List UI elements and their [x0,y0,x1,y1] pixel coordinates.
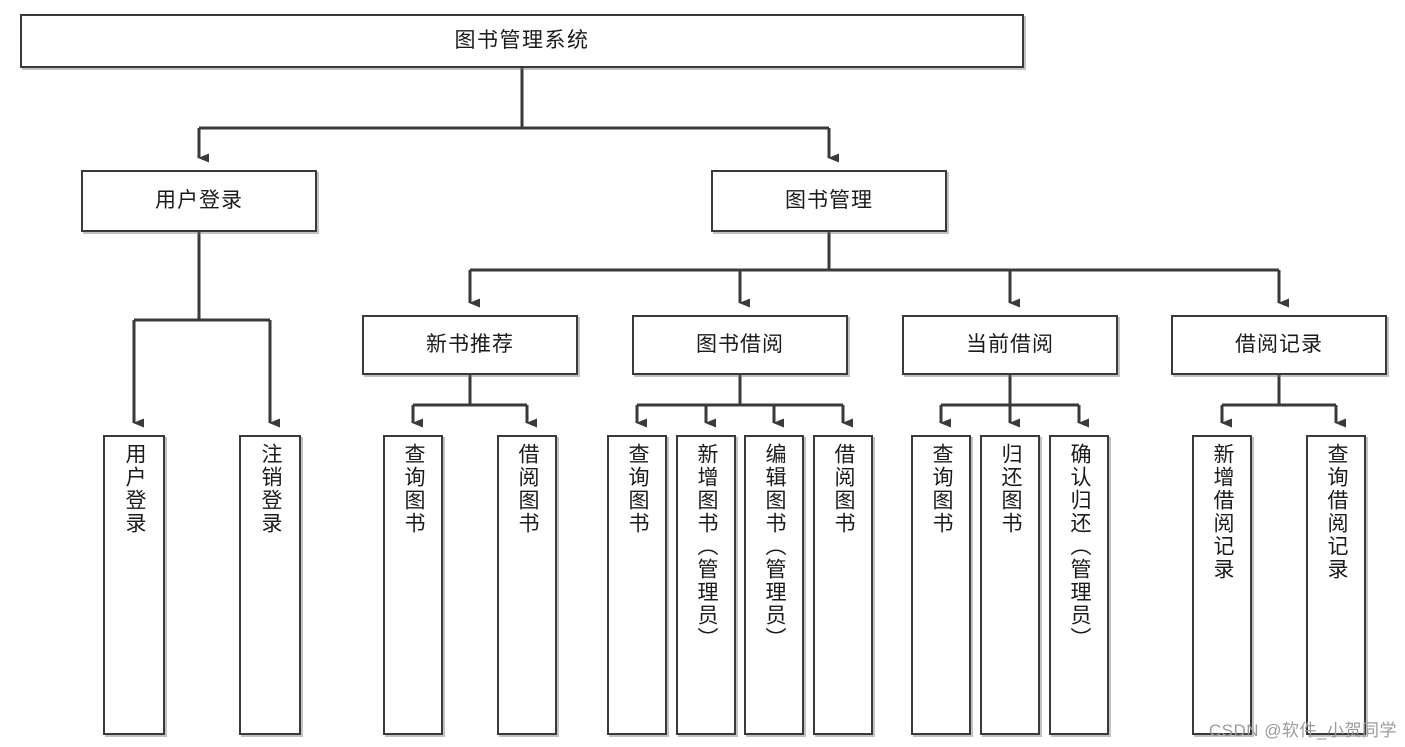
node-leaf-add-record-label: 新增借阅记录 [1211,443,1235,581]
watermark-text: CSDN @软件_小贺同学 [1208,721,1397,740]
node-leaf-borrow-book-1[interactable]: 借阅图书 [497,435,557,735]
node-user-login-label: 用户登录 [155,188,243,212]
node-leaf-query-book-3-label: 查询图书 [930,443,954,535]
node-book-management[interactable]: 图书管理 [711,170,947,232]
node-borrow-record[interactable]: 借阅记录 [1171,315,1387,375]
node-leaf-user-logout[interactable]: 注销登录 [239,435,301,735]
node-book-borrow[interactable]: 图书借阅 [632,315,848,375]
node-leaf-return-book-label: 归还图书 [999,443,1023,535]
node-borrow-record-label: 借阅记录 [1235,332,1323,356]
node-root-label: 图书管理系统 [454,28,590,52]
node-leaf-add-book-label: 新增图书（管理员） [695,443,719,650]
node-leaf-borrow-book-1-label: 借阅图书 [516,443,540,535]
node-leaf-borrow-book-2-label: 借阅图书 [832,443,856,535]
node-root[interactable]: 图书管理系统 [20,14,1024,68]
node-leaf-query-record[interactable]: 查询借阅记录 [1306,435,1366,735]
node-leaf-query-book-2[interactable]: 查询图书 [607,435,667,735]
node-new-book-recommend[interactable]: 新书推荐 [362,315,578,375]
node-leaf-edit-book[interactable]: 编辑图书（管理员） [744,435,804,735]
node-leaf-user-logout-label: 注销登录 [259,443,283,535]
node-leaf-user-login[interactable]: 用户登录 [103,435,165,735]
node-leaf-query-book-1[interactable]: 查询图书 [383,435,443,735]
node-leaf-query-book-2-label: 查询图书 [626,443,650,535]
node-leaf-user-login-label: 用户登录 [123,443,147,535]
node-leaf-add-record[interactable]: 新增借阅记录 [1192,435,1252,735]
node-leaf-borrow-book-2[interactable]: 借阅图书 [813,435,873,735]
node-leaf-return-book[interactable]: 归还图书 [980,435,1040,735]
node-current-borrow[interactable]: 当前借阅 [902,315,1118,375]
node-leaf-query-record-label: 查询借阅记录 [1325,443,1349,581]
node-leaf-confirm-return-label: 确认归还（管理员） [1068,443,1092,650]
node-leaf-confirm-return[interactable]: 确认归还（管理员） [1049,435,1109,735]
node-leaf-add-book[interactable]: 新增图书（管理员） [676,435,736,735]
node-user-login[interactable]: 用户登录 [81,170,317,232]
node-leaf-query-book-1-label: 查询图书 [402,443,426,535]
node-leaf-query-book-3[interactable]: 查询图书 [911,435,971,735]
node-book-borrow-label: 图书借阅 [696,332,784,356]
node-new-book-recommend-label: 新书推荐 [426,332,514,356]
node-leaf-edit-book-label: 编辑图书（管理员） [763,443,787,650]
node-current-borrow-label: 当前借阅 [966,332,1054,356]
node-book-management-label: 图书管理 [785,188,873,212]
